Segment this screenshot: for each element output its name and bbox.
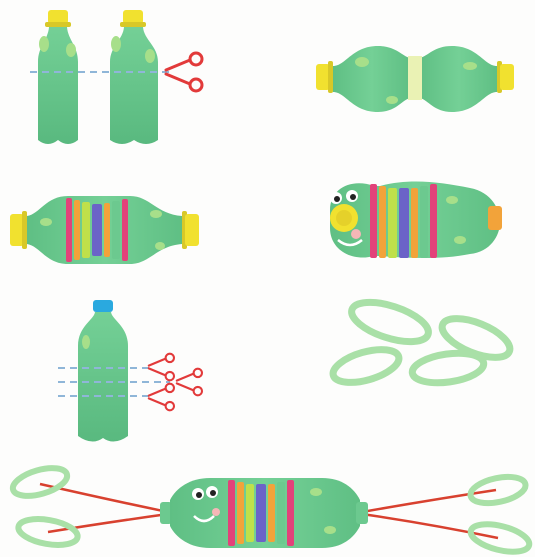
step-6-rings — [329, 294, 515, 388]
ring — [329, 343, 402, 389]
scissors-icon — [166, 53, 202, 91]
bottle-cap-icon — [10, 214, 24, 246]
ring — [10, 463, 70, 502]
scissors-icon — [149, 384, 174, 411]
step-5-cut-bottle-rings — [58, 300, 202, 442]
ring — [410, 349, 485, 387]
scissors-icon — [177, 369, 202, 396]
bottle-cap-icon — [123, 10, 143, 24]
join-band — [408, 56, 422, 100]
ring — [468, 472, 528, 507]
step-4-add-face — [330, 182, 502, 258]
bottle-cap-icon — [185, 214, 199, 246]
ring — [468, 519, 532, 557]
step-1-cut-bottle-tops — [30, 10, 202, 144]
ring — [347, 294, 433, 349]
step-3-wrap-colored-strips — [10, 196, 199, 264]
bottle-b — [110, 10, 158, 144]
bottle-cap-icon — [500, 64, 514, 90]
bottle-cap-icon — [93, 300, 113, 312]
bottle-cap-icon — [316, 64, 330, 90]
bottle-a — [38, 10, 78, 144]
step-7-finished-toy-with-elastic — [10, 463, 532, 557]
bottle-cap-icon — [48, 10, 68, 24]
step-2-join-bottle-tops — [316, 46, 514, 112]
scissors-icon — [149, 354, 174, 381]
